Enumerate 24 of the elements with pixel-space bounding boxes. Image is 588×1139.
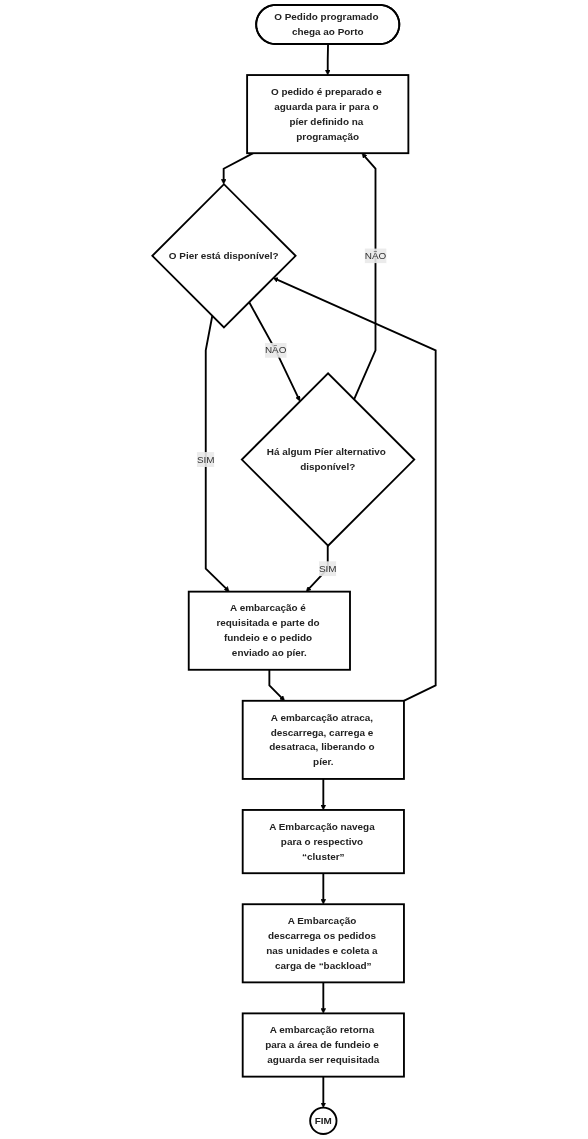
node-diamond: Há algum Píer alternativo disponível?: [240, 372, 416, 548]
node-box: A embarcação retorna para a área de fundeio e aguarda ser requisitada: [241, 1012, 405, 1078]
arrow: [320, 778, 327, 811]
arrow: [248, 301, 301, 402]
arrow: [320, 872, 327, 905]
node-diamond: O Pier está disponível?: [151, 182, 297, 329]
node-box: O pedido é preparado e aguarda para ir para o píer definido na programação: [246, 74, 410, 155]
arrow: [268, 668, 285, 702]
arrow: [353, 152, 377, 401]
edge-label: SIM: [196, 453, 215, 465]
node-box: A Embarcação navega para o respectivo “cluster”: [241, 809, 405, 875]
node-circle: FIM: [309, 1106, 338, 1135]
node-box: A embarcação é requisitada e parte do fundeio e o pedido enviado ao píer.: [187, 590, 351, 671]
edge-label: NÃO: [364, 250, 387, 261]
edge-label: NÃO: [264, 344, 287, 356]
arrow: [320, 1075, 327, 1108]
arrow: [220, 152, 255, 185]
node-box: A embarcação atraca, descarrega, carrega e desatraca, liberando o píer.: [241, 699, 405, 780]
edge-label: SIM: [318, 563, 337, 574]
arrow: [320, 981, 327, 1014]
arrow: [325, 43, 331, 76]
arrow: [204, 315, 230, 592]
arrow: [272, 277, 437, 702]
node-box: A Embarcação descarrega os pedidos nas unidades e coleta a carga de “backload”: [241, 903, 405, 984]
